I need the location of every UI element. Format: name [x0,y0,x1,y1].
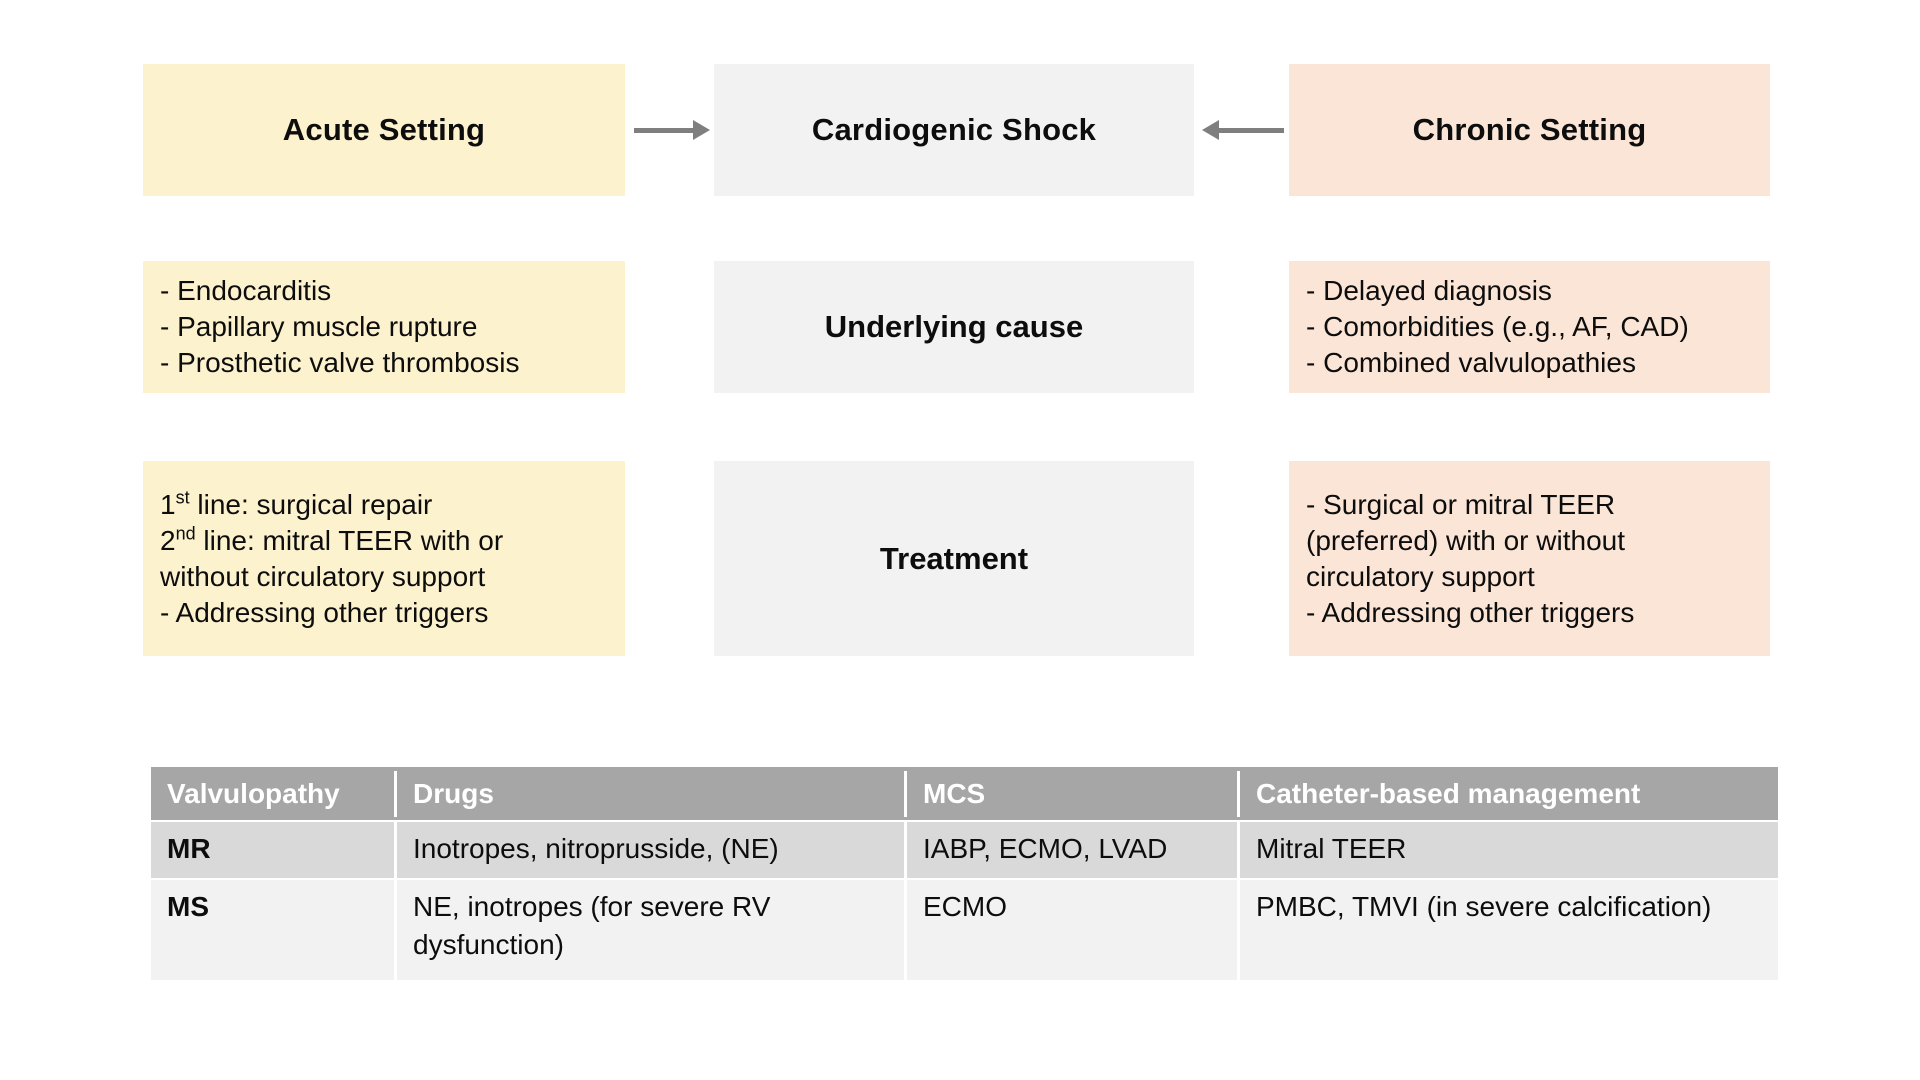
cell-ms-catheter: PMBC, TMVI (in severe calcification) [1237,880,1775,980]
acute-setting-header-box: Acute Setting [143,64,625,196]
cell-mr-valvulopathy: MR [167,833,211,864]
column-header-valvulopathy: Valvulopathy [167,777,340,809]
list-line: 2nd line: mitral TEER with or [160,523,504,556]
arrow-head-right-icon [693,120,710,140]
table-row-ms: MS NE, inotropes (for severe RV dysfunct… [151,880,1778,980]
acute-underlying-causes-box: - Endocarditis - Papillary muscle rupture… [143,261,625,393]
list-line: - Combined valvulopathies [1306,347,1636,378]
chronic-treatment-list: - Surgical or mitral TEER (preferred) wit… [1289,487,1770,631]
arrow-shaft [634,128,696,133]
list-line: - Addressing other triggers [1306,596,1635,628]
arrow-chronic-to-shock-icon [1202,120,1284,140]
table-header-row: Valvulopathy Drugs MCS Catheter-based ma… [151,767,1778,820]
treatment-label-box: Treatment [714,461,1194,656]
list-line: without circulatory support [160,560,486,592]
list-line: circulatory support [1306,560,1535,592]
list-line: - Endocarditis [160,275,332,306]
acute-underlying-causes-list: - Endocarditis - Papillary muscle rupture… [143,273,625,381]
list-line: - Comorbidities (e.g., AF, CAD) [1306,311,1689,342]
list-line: - Addressing other triggers [160,596,489,628]
chronic-underlying-causes-box: - Delayed diagnosis - Comorbidities (e.g.… [1289,261,1770,393]
list-line: 1st line: surgical repair [160,487,433,520]
column-header-drugs: Drugs [394,770,904,817]
list-line: - Prosthetic valve thrombosis [160,347,520,378]
cardiogenic-shock-header-box: Cardiogenic Shock [714,64,1194,196]
acute-setting-title: Acute Setting [282,112,486,147]
cell-mr-drugs: Inotropes, nitroprusside, (NE) [394,822,904,878]
arrow-head-left-icon [1202,120,1219,140]
arrow-acute-to-shock-icon [634,120,710,140]
column-header-mcs: MCS [904,770,1237,817]
cardiogenic-shock-title: Cardiogenic Shock [811,112,1097,147]
table-row-mr: MR Inotropes, nitroprusside, (NE) IABP, … [151,822,1778,878]
valvulopathy-management-table: Valvulopathy Drugs MCS Catheter-based ma… [151,767,1778,980]
column-header-catheter: Catheter-based management [1237,770,1775,817]
list-line: (preferred) with or without [1306,524,1626,556]
cell-mr-catheter: Mitral TEER [1237,822,1775,878]
arrow-shaft [1216,128,1284,133]
treatment-label: Treatment [879,540,1029,576]
chronic-underlying-causes-list: - Delayed diagnosis - Comorbidities (e.g.… [1289,273,1770,381]
cell-ms-drugs: NE, inotropes (for severe RV dysfunction… [394,880,904,980]
chronic-setting-title: Chronic Setting [1412,112,1647,147]
chronic-treatment-box: - Surgical or mitral TEER (preferred) wit… [1289,461,1770,656]
cell-mr-mcs: IABP, ECMO, LVAD [904,822,1237,878]
cell-ms-valvulopathy: MS [167,891,209,922]
underlying-cause-label-box: Underlying cause [714,261,1194,393]
list-line: - Surgical or mitral TEER [1306,488,1616,520]
chronic-setting-header-box: Chronic Setting [1289,64,1770,196]
list-line: - Delayed diagnosis [1306,275,1552,306]
underlying-cause-label: Underlying cause [824,309,1084,344]
list-line: - Papillary muscle rupture [160,311,478,342]
cell-ms-mcs: ECMO [904,880,1237,980]
